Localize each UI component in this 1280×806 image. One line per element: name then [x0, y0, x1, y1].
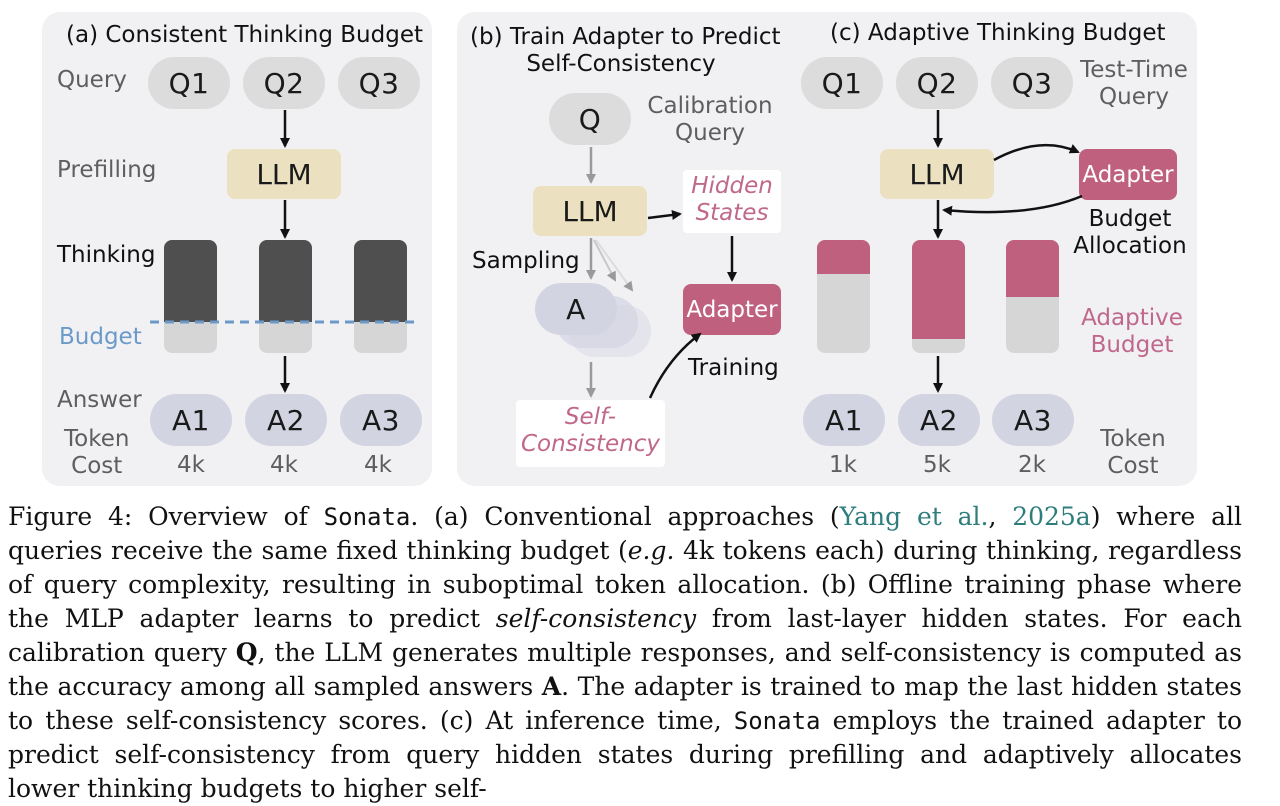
panel-a-answer-1: A1: [150, 394, 232, 446]
caption-part-a3: 4k tokens each) during thinking, regardl…: [8, 536, 1242, 633]
sampled-answer: A: [535, 283, 617, 335]
thinking-fill: [354, 240, 407, 323]
panel-c-query-2: Q2: [896, 57, 978, 109]
citation-year-link[interactable]: 2025a: [1012, 502, 1091, 531]
panel-a-thinking-bar-2: [259, 240, 312, 353]
panel-a-thinking-bar-3: [354, 240, 407, 353]
citation-author-link[interactable]: Yang et al.: [839, 502, 989, 531]
panel-c-budget-bar-2: [912, 240, 965, 353]
caption-figure-label: Figure 4: Overview of: [8, 502, 324, 531]
token-cost-label: Token Cost: [64, 426, 130, 479]
panel-a-answer-3: A3: [340, 394, 422, 446]
thinking-row-label: Thinking: [57, 242, 156, 268]
caption-sonata-1: Sonata: [323, 503, 411, 531]
panel-c-token-cost-label: Token Cost: [1100, 426, 1166, 479]
caption-part-b2: , the LLM generates multiple responses, …: [8, 638, 1242, 701]
panel-a-query-2: Q2: [243, 57, 325, 109]
panel-c-answer-2: A2: [898, 394, 980, 446]
panel-c-cost-2: 5k: [923, 452, 951, 478]
panel-c-answer-3: A3: [992, 394, 1074, 446]
caption-bold-a: A: [541, 672, 562, 701]
figure-caption: Figure 4: Overview of Sonata. (a) Conven…: [8, 500, 1242, 806]
budget-label: Budget: [59, 324, 142, 350]
panel-c-answer-1: A1: [803, 394, 885, 446]
calibration-query: Q: [549, 93, 631, 145]
panel-a-cost-1: 4k: [177, 452, 205, 478]
panel-c-cost-1: 1k: [829, 452, 857, 478]
panel-c-budget-bar-1: [817, 240, 870, 353]
adaptive-budget-label: Adaptive Budget: [1081, 305, 1183, 358]
thinking-fill: [164, 240, 217, 323]
adaptive-fill: [1006, 240, 1059, 297]
panel-c-title: (c) Adaptive Thinking Budget: [830, 20, 1166, 46]
self-consistency-box: Self- Consistency: [516, 400, 665, 467]
caption-bold-q: Q: [235, 638, 258, 667]
panel-a-title: (a) Consistent Thinking Budget: [66, 22, 424, 48]
panel-a-cost-2: 4k: [270, 452, 298, 478]
prefilling-row-label: Prefilling: [57, 157, 157, 183]
adaptive-fill: [817, 240, 870, 274]
caption-self-consistency: self-consistency: [495, 604, 697, 633]
hidden-states-box: Hidden States: [683, 170, 781, 233]
panel-c-query-1: Q1: [801, 57, 883, 109]
panel-a-query-1: Q1: [148, 57, 230, 109]
panel-b-title: (b) Train Adapter to Predict Self-Consis…: [470, 24, 781, 77]
adaptive-fill: [912, 240, 965, 340]
panel-a-thinking-bar-1: [164, 240, 217, 353]
panel-c-budget-bar-3: [1006, 240, 1059, 353]
panel-c-cost-3: 2k: [1018, 452, 1046, 478]
answer-row-label: Answer: [57, 387, 142, 413]
panel-c-llm: LLM: [880, 149, 994, 199]
test-time-query-label: Test-Time Query: [1080, 57, 1188, 110]
panel-b-adapter: Adapter: [683, 284, 781, 335]
panel-a-cost-3: 4k: [364, 452, 392, 478]
caption-part-a: . (a) Conventional approaches (: [410, 502, 840, 531]
panel-b-llm: LLM: [533, 186, 647, 236]
panel-a-answer-2: A2: [245, 394, 327, 446]
caption-cite-sep: ,: [988, 502, 1013, 531]
calibration-query-label: Calibration Query: [647, 93, 773, 146]
sampling-label: Sampling: [472, 248, 580, 274]
caption-part-b3: . The adapter is trained to map the last…: [8, 672, 1242, 735]
panel-c-query-3: Q3: [991, 57, 1073, 109]
caption-eg: e.g.: [627, 536, 675, 565]
budget-allocation-label: Budget Allocation: [1073, 206, 1187, 259]
panel-c-adapter: Adapter: [1079, 149, 1177, 200]
caption-part-b: from last-layer hidden states. For each …: [8, 604, 1242, 667]
panel-a-llm: LLM: [227, 149, 341, 199]
thinking-fill: [259, 240, 312, 323]
training-label: Training: [688, 355, 779, 381]
caption-sonata-2: Sonata: [733, 707, 821, 735]
caption-part-a2: ) where all queries receive the same fix…: [8, 502, 1242, 565]
query-row-label: Query: [57, 67, 127, 93]
panel-a-query-3: Q3: [338, 57, 420, 109]
